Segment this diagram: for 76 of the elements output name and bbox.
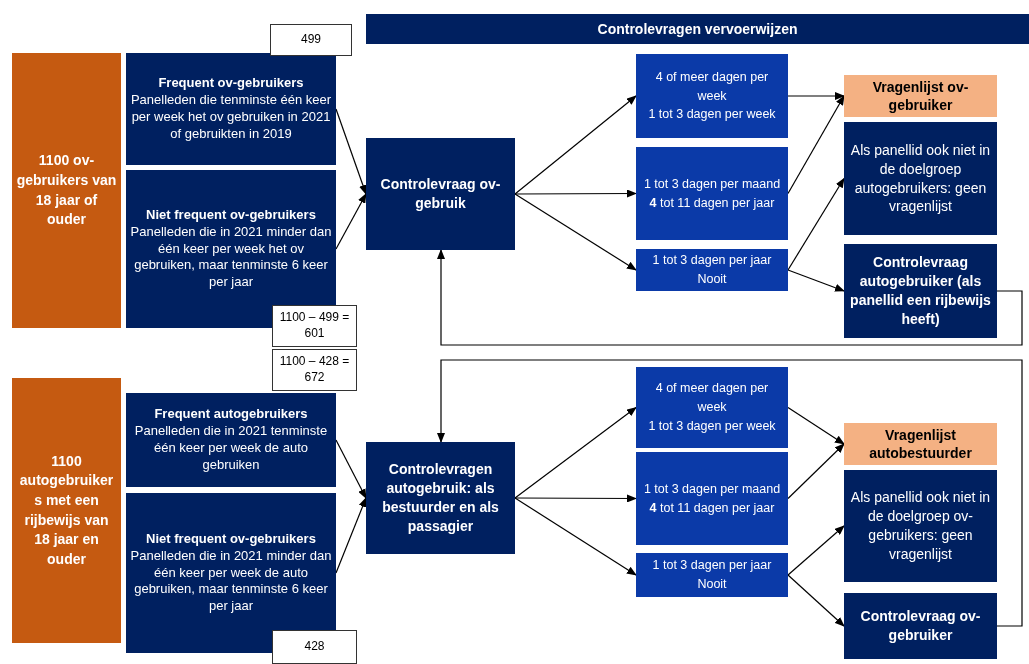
note-box <box>844 122 997 235</box>
box-text: 1100 – 428 = 672 <box>278 354 351 386</box>
arrow <box>787 406 845 445</box>
questionnaire-box <box>844 423 997 465</box>
arrow <box>437 249 1023 346</box>
process-box <box>366 138 515 250</box>
box-text: 4 tot 11 dagen per jaar <box>649 194 775 212</box>
heading-text: Niet frequent ov-gebruikers <box>146 530 316 548</box>
arrow <box>787 269 845 292</box>
heading-text: Niet frequent ov-gebruikers <box>146 206 316 224</box>
box-text: 1 tot 3 dagen per maand <box>643 175 781 193</box>
box-text: Controlevraag autogebruiker (als panellid een rijbewijs heeft) <box>849 253 992 329</box>
arrow <box>787 177 845 271</box>
arrow <box>787 525 845 576</box>
box-text: Als panellid ook niet in de doelgroep autogebruikers: geen vragenlijst <box>849 140 992 217</box>
arrow <box>514 95 637 195</box>
box-text: Vragenlijst autobestuurder <box>868 425 973 463</box>
arrow <box>514 189 637 198</box>
arrow <box>787 92 845 100</box>
box-text: Controlevraag ov-gebruik <box>379 175 502 213</box>
box-text: 1100 ov-gebruikers van 18 jaar of ouder <box>16 151 117 230</box>
box-text: 1100 – 499 = 601 <box>278 310 351 342</box>
category-box <box>126 493 336 653</box>
answer-box <box>636 367 788 448</box>
box-text: 1 tot 3 dagen per week <box>648 106 776 124</box>
heading-text: Frequent autogebruikers <box>154 406 308 424</box>
box-text: 4 of meer dagen per week <box>654 68 770 105</box>
note-box <box>844 470 997 582</box>
arrow <box>514 494 637 503</box>
box-text: 1 tot 3 dagen per maand <box>643 480 781 498</box>
count-box <box>270 24 352 56</box>
box-text: Panelleden die in 2021 minder dan één keer per week de auto gebruiken, maar tenminste 6 keer per jaar <box>130 547 332 616</box>
box-text: 4 of meer dagen per week <box>654 380 770 417</box>
box-text: Panelleden die in 2021 tenminste één keer per week de auto gebruiken <box>133 423 329 474</box>
answer-box <box>636 147 788 240</box>
heading-text: Frequent ov-gebruikers <box>158 75 304 93</box>
answer-box <box>636 54 788 138</box>
count-box <box>272 305 357 347</box>
header-bar <box>366 14 1029 44</box>
box-text: Controlevraag ov-gebruiker <box>859 607 982 645</box>
group-box <box>12 378 121 643</box>
answer-box <box>636 452 788 545</box>
box-text: Controlevragen vervoerwijzen <box>597 19 798 39</box>
arrow <box>514 497 637 576</box>
box-text: Controlevragen autogebruik: als bestuurder en als passagier <box>381 460 500 536</box>
box-text: Nooit <box>697 271 727 288</box>
process-box <box>844 593 997 659</box>
arrow <box>514 193 637 271</box>
group-box <box>12 53 121 328</box>
box-text: 499 <box>301 32 321 48</box>
box-text: Vragenlijst ov-gebruiker <box>871 77 970 115</box>
box-text: 428 <box>304 639 325 655</box>
category-box <box>126 393 336 487</box>
box-text: Panelleden die in 2021 minder dan één keer per week het ov gebruiken, maar tenminste 6 keer per jaar <box>130 223 332 292</box>
box-text: Panelleden die tenminste één keer per week het ov gebruiken in 2021 of gebruikten in 2019 <box>130 92 332 143</box>
answer-box <box>636 553 788 597</box>
answer-box <box>636 249 788 291</box>
arrow <box>335 439 367 499</box>
box-text: 1 tot 3 dagen per jaar <box>652 252 772 270</box>
box-text: Nooit <box>697 576 727 593</box>
box-text: 4 tot 11 dagen per jaar <box>649 499 775 517</box>
arrow <box>335 193 367 250</box>
box-text: Als panellid ook niet in de doelgroep ov-gebruikers: geen vragenlijst <box>849 488 992 564</box>
arrow <box>787 574 845 627</box>
arrow <box>787 443 845 500</box>
category-box <box>126 53 336 165</box>
box-text: 1 tot 3 dagen per week <box>648 417 776 435</box>
count-box <box>272 349 357 391</box>
questionnaire-box <box>844 75 997 117</box>
count-box <box>272 630 357 664</box>
process-box <box>844 244 997 338</box>
box-text: 1 tot 3 dagen per jaar <box>652 557 772 575</box>
process-box <box>366 442 515 554</box>
arrow <box>514 406 637 499</box>
arrow <box>437 359 1023 627</box>
box-text: 1100 autogebruikers met een rijbewijs van 18 jaar en ouder <box>18 451 115 569</box>
